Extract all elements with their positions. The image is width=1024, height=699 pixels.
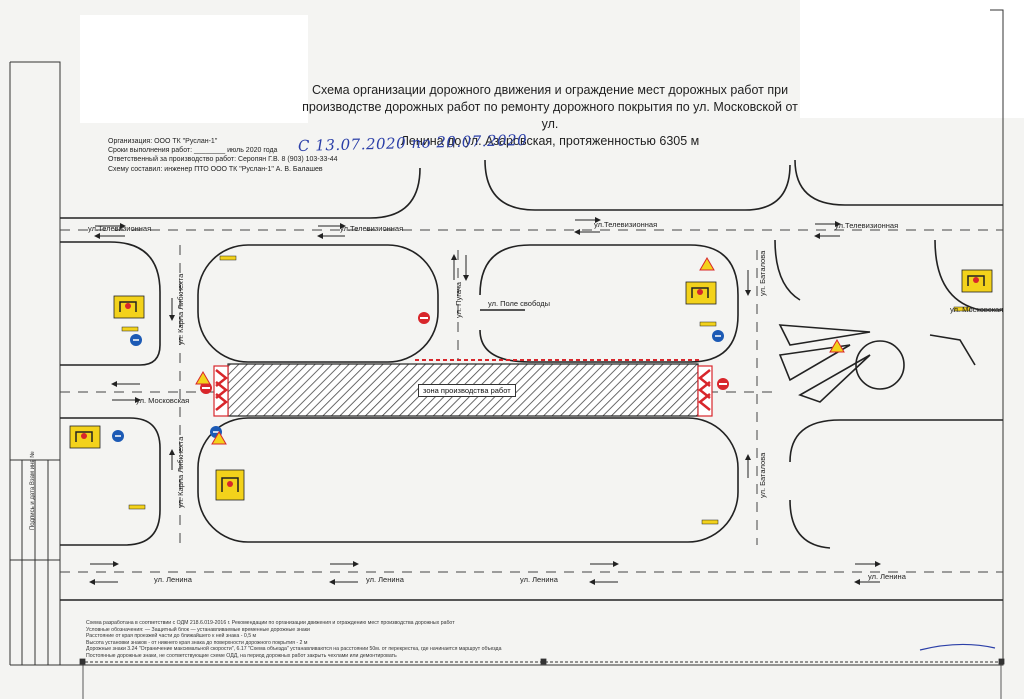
street-label-vertical: ул. Карла Либкнехта [176, 273, 185, 345]
street-label-vertical: ул. Баталова [758, 452, 767, 498]
street-label: ул. Московская [950, 305, 1004, 314]
redacted-area-left [80, 15, 308, 123]
info-line: Организация: ООО ТК "Руслан-1" [108, 138, 218, 145]
street-label-vertical: ул. Пугача [454, 282, 463, 318]
direction-sign-icon [112, 430, 124, 442]
street-label: ул. Ленина [154, 575, 192, 584]
no-entry-sign-icon [717, 378, 729, 390]
street-label: ул. Поле свободы [488, 299, 551, 308]
street-label: ул.Телевизионная [594, 220, 658, 229]
title-line: производстве дорожных работ по ремонту д… [302, 100, 798, 131]
street-label-vertical: ул. Баталова [758, 250, 767, 296]
chevron-barrier-left [213, 365, 229, 417]
direction-sign-icon [712, 330, 724, 342]
note-line: Расстояние от края проезжей части до бли… [86, 633, 257, 640]
detour-sign-icon [215, 469, 245, 501]
page-crop-marks [79, 643, 1005, 699]
info-line: Сроки выполнения работ: ________ июль 20… [108, 147, 278, 155]
traffic-arrows [89, 217, 881, 585]
detour-sign-icon [113, 295, 145, 319]
organization-info: Организация: ООО ТК "Руслан-1" Сроки вып… [108, 137, 338, 174]
work-zone-label: зона производства работ [418, 384, 516, 397]
note-line: Дорожные знаки 3.24 "Ограничение максима… [86, 646, 502, 653]
detour-sign-icon [685, 281, 717, 305]
direction-sign-icon [130, 334, 142, 346]
road-works-sign-icon [121, 255, 971, 525]
detour-sign-icon [69, 425, 101, 449]
title-line: Схема организации дорожного движения и о… [311, 83, 789, 97]
title-line: Ленина до ул. Азаровская, протяженностью… [400, 134, 700, 148]
scheme-notes: Схема разработана в соответствии с ОДМ 2… [86, 620, 706, 660]
chevron-barrier-right [697, 365, 713, 417]
note-line: Высота установки знаков - от нижнего кра… [86, 639, 308, 646]
info-line: Схему составил: инженер ПТО ООО ТК "Русл… [108, 165, 323, 173]
street-label: ул.Телевизионная [340, 224, 404, 233]
scheme-title: Схема организации дорожного движения и о… [300, 82, 800, 150]
street-label: ул. Ленина [868, 572, 906, 581]
info-line: Ответственный за производство работ: Сер… [108, 156, 338, 164]
note-line: Схема разработана в соответствии с ОДМ 2… [86, 620, 455, 626]
street-label-vertical: ул. Карла Либкнехта [176, 436, 185, 508]
street-label: ул.Телевизионная [88, 224, 152, 233]
redacted-area-right [800, 0, 1024, 118]
detour-sign-icon [961, 269, 993, 293]
no-entry-sign-icon [418, 312, 430, 324]
street-label: ул. Ленина [520, 575, 558, 584]
street-label: ул. Ленина [366, 575, 404, 584]
side-stamp-labels: Подпись и дата Взам инв № [30, 451, 36, 530]
note-line: Условные обозначения: — Защитный блок — … [86, 626, 310, 633]
no-entry-sign-icon [200, 382, 212, 394]
drawing-frame [9, 9, 1004, 666]
street-label: ул. Московская [136, 396, 190, 405]
note-line: Постоянные дорожные знаки, не соответств… [86, 652, 397, 659]
street-label: ул.Телевизионная [835, 221, 899, 230]
